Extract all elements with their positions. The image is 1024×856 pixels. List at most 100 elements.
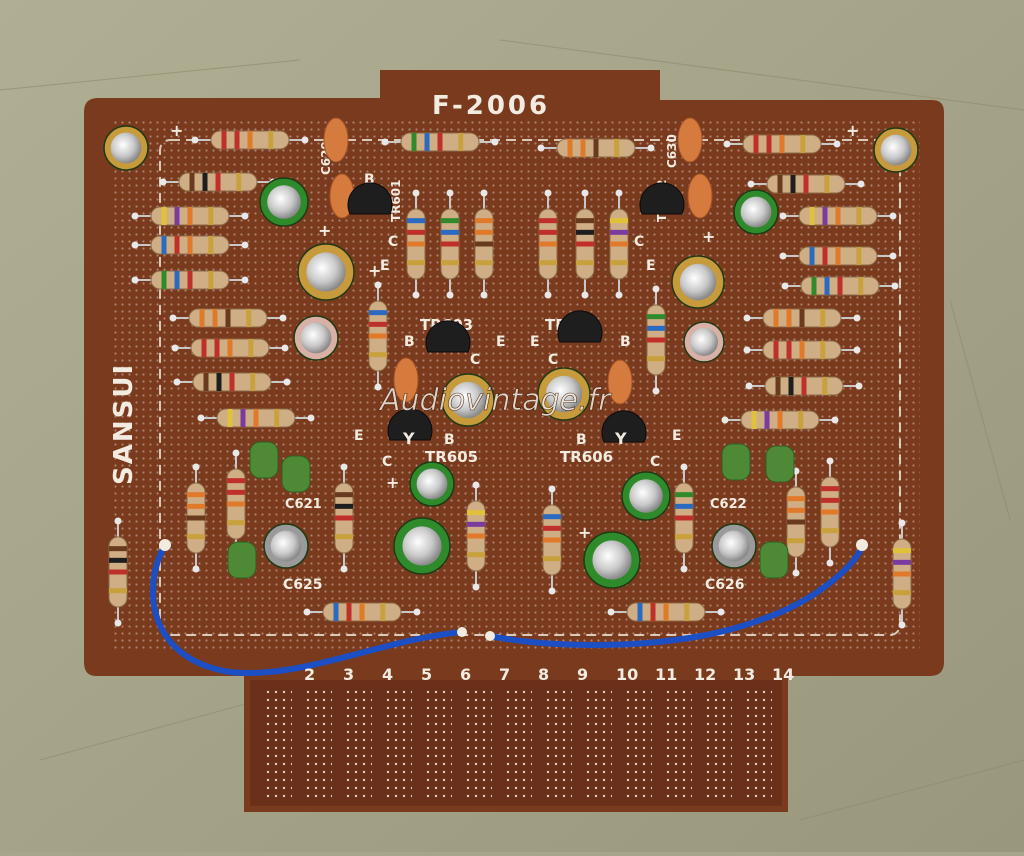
resistor-band [187, 503, 205, 509]
resistor [169, 308, 287, 328]
electrolytic-capacitor [711, 523, 757, 569]
resistor-band [684, 603, 690, 621]
solder-joint [279, 314, 287, 322]
plus-mark-5: + [702, 227, 715, 246]
capacitor-top [740, 196, 772, 228]
label-c622: C622 [710, 497, 747, 512]
solder-joint [855, 382, 863, 390]
solder-joint [283, 378, 291, 386]
resistor [131, 270, 249, 290]
resistor-band [407, 229, 425, 235]
edge-number: 12 [694, 665, 716, 684]
capacitor-top [110, 132, 142, 164]
solder-joint [831, 416, 839, 424]
solder-joint [833, 140, 841, 148]
resistor-band [675, 515, 693, 521]
solder-joint [340, 565, 348, 573]
solder-joint [374, 383, 382, 391]
solder-joint [779, 212, 787, 220]
resistor [820, 457, 840, 567]
electrolytic-capacitor [441, 373, 495, 427]
capacitor-top [718, 530, 750, 562]
resistor-band [407, 218, 425, 224]
resistor [779, 206, 897, 226]
solder-joint [114, 517, 122, 525]
resistor-band [773, 341, 779, 359]
board-code-label: F-2006 [432, 91, 550, 121]
brand-label: SANSUI [109, 363, 139, 485]
resistor-band [369, 333, 387, 339]
solder-joint [169, 314, 177, 322]
resistor-band [236, 173, 242, 191]
resistor-band [174, 271, 180, 289]
electrolytic-capacitor [733, 189, 779, 235]
edge-number: 4 [382, 665, 393, 684]
solder-joint [680, 565, 688, 573]
resistor-band [441, 241, 459, 247]
resistor-band [475, 218, 493, 224]
solder-joint [537, 144, 545, 152]
connector-finger [502, 690, 532, 800]
transistor-body [639, 182, 685, 215]
edge-number: 9 [577, 665, 588, 684]
resistor [575, 189, 595, 299]
resistor-band [380, 603, 386, 621]
resistor-band [637, 603, 643, 621]
resistor-band [227, 339, 233, 357]
connector-finger [662, 690, 692, 800]
resistor-band [799, 341, 805, 359]
resistor [743, 340, 861, 360]
solder-joint [197, 414, 205, 422]
capacitor-top [449, 381, 487, 419]
resistor-band [856, 207, 862, 225]
resistor-band [822, 377, 828, 395]
resistor [440, 189, 460, 299]
wire-solder-mid-right [485, 631, 495, 641]
resistor-band [610, 229, 628, 235]
resistor-band [109, 588, 127, 594]
resistor-band [786, 341, 792, 359]
electrolytic-capacitor [671, 255, 725, 309]
resistor-band [801, 377, 807, 395]
resistor [474, 189, 494, 299]
capacitor-top [679, 263, 717, 301]
solder-joint [891, 282, 899, 290]
solder-joint [281, 344, 289, 352]
capacitor-top [306, 252, 346, 292]
plus-mark-4: + [368, 261, 381, 280]
pin-e-tr601: E [380, 258, 390, 274]
resistor-band [227, 478, 245, 484]
capacitor-top [402, 526, 442, 566]
solder-joint [743, 314, 751, 322]
resistor [191, 130, 309, 150]
solder-joint [446, 291, 454, 299]
resistor-band [212, 309, 218, 327]
resistor [607, 602, 725, 622]
resistor-band [543, 537, 561, 543]
resistor [786, 467, 806, 577]
ceramic-capacitor [323, 117, 349, 163]
resistor [226, 449, 246, 559]
solder-joint [303, 608, 311, 616]
resistors [108, 130, 912, 629]
pin-e-tr604: E [530, 334, 540, 350]
film-capacitors [227, 441, 795, 579]
solder-joint [159, 178, 167, 186]
resistor-band [893, 559, 911, 565]
solder-joint [607, 608, 615, 616]
resistor-band [777, 411, 783, 429]
pin-c-tr604: C [548, 352, 558, 368]
pin-b-tr604: B [620, 334, 631, 350]
resistor [131, 235, 249, 255]
capacitor-top [545, 375, 583, 413]
label-c625: C625 [283, 577, 323, 593]
capacitor-top [416, 468, 448, 500]
solder-joint [721, 416, 729, 424]
capacitor-top [629, 479, 663, 513]
resistor-band [161, 271, 167, 289]
pin-b-tr601: B [364, 172, 375, 188]
pin-labels: B C E B C E E C B E C B B C E C E [354, 172, 682, 470]
solder-joint [826, 457, 834, 465]
resistor [745, 376, 863, 396]
resistor-band [800, 135, 806, 153]
